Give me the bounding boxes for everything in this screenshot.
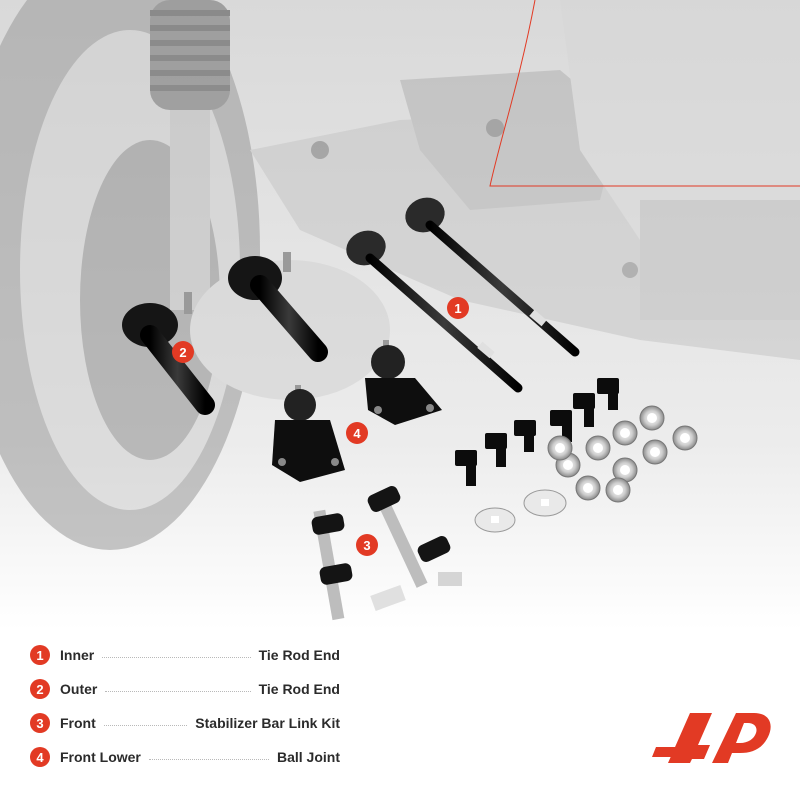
hardware-washers	[474, 489, 567, 533]
legend-position: Front	[60, 715, 96, 731]
product-illustration: 1 2 3 4	[0, 0, 800, 630]
legend-position: Front Lower	[60, 749, 141, 765]
legend-number-badge: 2	[30, 679, 50, 699]
decorative-red-line	[489, 0, 800, 187]
legend-item-inner-tie-rod-end: 1 Inner Tie Rod End	[30, 638, 340, 672]
hardware-nuts	[547, 405, 698, 503]
legend-position: Inner	[60, 647, 95, 663]
parts-legend: 1 Inner Tie Rod End 2 Outer Tie Rod End …	[30, 638, 340, 774]
outer-tie-rod-end-right	[228, 252, 328, 362]
dotted-leader	[105, 690, 251, 692]
background-vehicle	[0, 0, 800, 550]
callout-1: 1	[447, 297, 469, 319]
svg-text:1: 1	[454, 301, 461, 316]
legend-part-name: Tie Rod End	[258, 647, 340, 663]
inner-tie-rod-end-right	[405, 197, 580, 357]
stabilizer-link-left	[311, 509, 406, 621]
legend-item-ball-joint: 4 Front Lower Ball Joint	[30, 740, 340, 774]
legend-part-name: Stabilizer Bar Link Kit	[195, 715, 340, 731]
dotted-leader	[102, 656, 251, 658]
legend-part-name: Ball Joint	[276, 749, 340, 765]
svg-text:3: 3	[363, 538, 370, 553]
hardware-bolts	[455, 378, 619, 486]
legend-item-stabilizer-bar-link-kit: 3 Front Stabilizer Bar Link Kit	[30, 706, 340, 740]
callout-3: 3	[356, 534, 378, 556]
product-photo: 1 2 3 4	[0, 0, 800, 630]
inner-tie-rod-end-left	[346, 230, 523, 393]
stabilizer-link-right	[367, 486, 462, 588]
legend-number-badge: 4	[30, 747, 50, 767]
brand-logo-mark	[652, 713, 771, 763]
legend-number-badge: 3	[30, 713, 50, 733]
legend-part-name: Tie Rod End	[258, 681, 340, 697]
dotted-leader	[103, 724, 188, 726]
svg-text:4: 4	[353, 426, 361, 441]
brand-logo	[650, 705, 775, 765]
outer-tie-rod-end-left	[122, 292, 215, 415]
legend-position: Outer	[60, 681, 98, 697]
ball-joint-right	[365, 340, 442, 425]
callout-2: 2	[172, 341, 194, 363]
legend-number-badge: 1	[30, 645, 50, 665]
ball-joint-left	[272, 385, 345, 482]
legend-item-outer-tie-rod-end: 2 Outer Tie Rod End	[30, 672, 340, 706]
svg-text:2: 2	[179, 345, 186, 360]
dotted-leader	[148, 758, 269, 760]
callout-4: 4	[346, 422, 368, 444]
